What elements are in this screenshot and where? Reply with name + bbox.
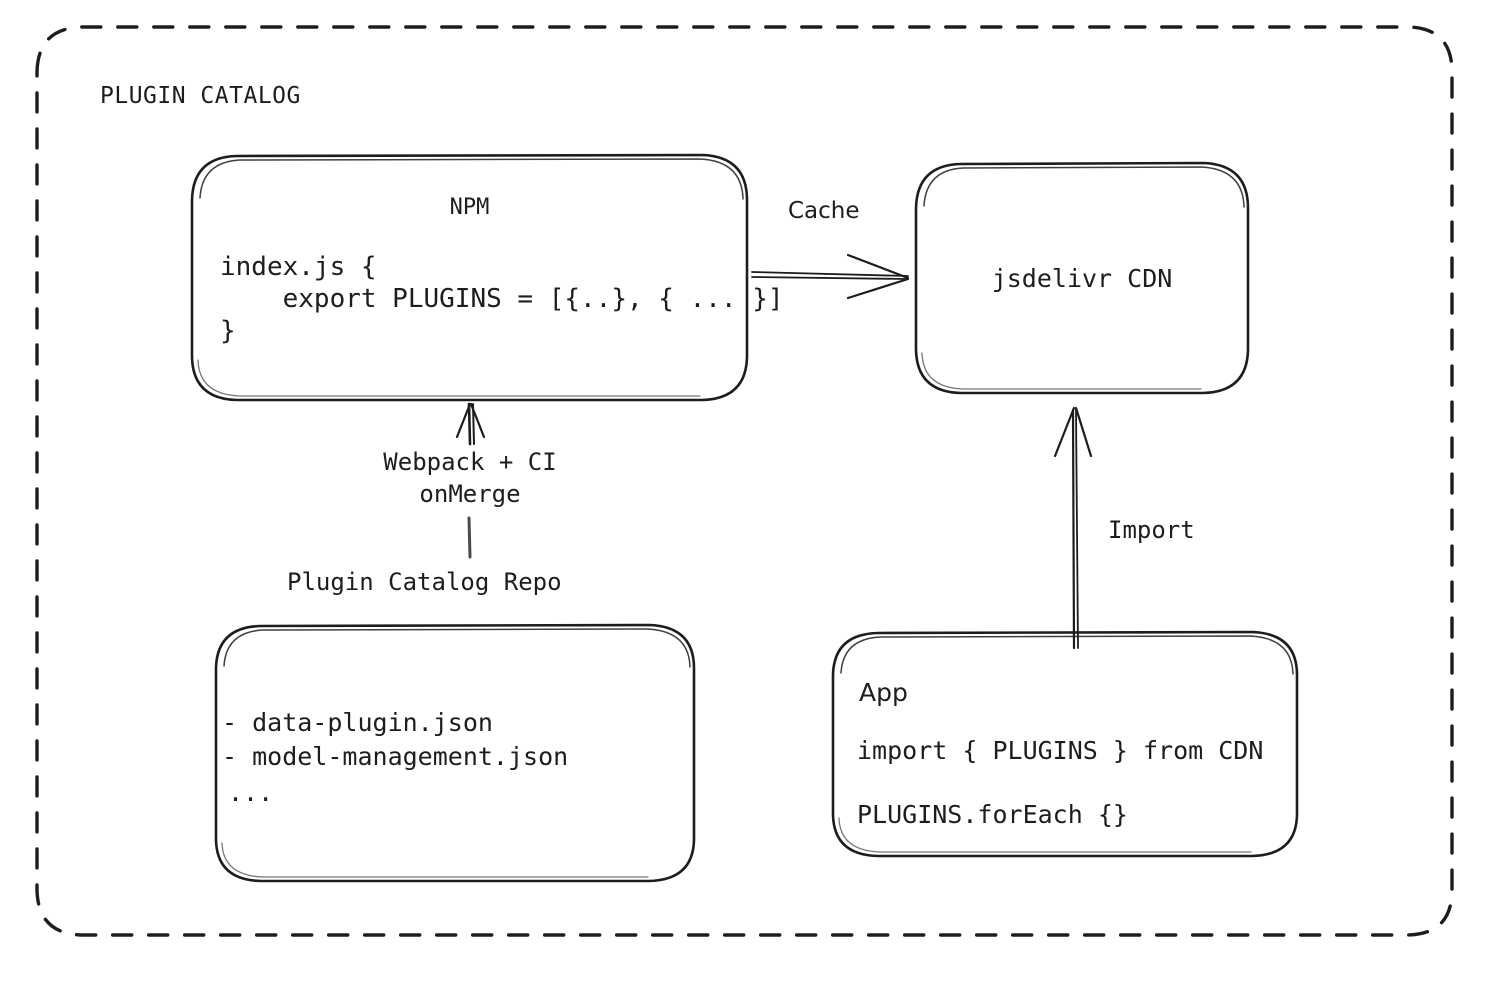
npm-code-line-3: } <box>220 316 236 346</box>
npm-node-shape <box>190 153 749 402</box>
npm-code-line-2: export PLUGINS = [{..}, { ... }] <box>220 284 784 314</box>
edge-repo-to-npm <box>455 402 486 559</box>
repo-node-shape <box>214 623 696 883</box>
edge-label-onmerge: onMerge <box>419 480 521 508</box>
edge-label-import: Import <box>1108 516 1195 544</box>
repo-list-item-1: - data-plugin.json <box>222 708 493 737</box>
repo-node-caption: Plugin Catalog Repo <box>287 568 562 596</box>
app-node-shape <box>831 630 1299 858</box>
edge-label-webpack-ci: Webpack + CI <box>383 448 557 476</box>
npm-node-title: NPM <box>449 195 490 220</box>
app-code-line-1: import { PLUGINS } from CDN <box>857 736 1264 765</box>
edge-npm-to-cdn <box>751 253 910 300</box>
app-code-line-2: PLUGINS.forEach {} <box>857 800 1128 829</box>
plugin-catalog-title: PLUGIN CATALOG <box>100 83 301 109</box>
cdn-node-title: jsdelivr CDN <box>991 264 1173 293</box>
repo-list-item-2: - model-management.json <box>222 742 569 771</box>
app-node-title: App <box>859 678 908 707</box>
edge-label-cache: Cache <box>788 198 860 224</box>
repo-list-ellipsis: ... <box>228 778 274 807</box>
plugin-catalog-container-border <box>35 25 1454 937</box>
npm-code-line-1: index.js { <box>220 252 377 282</box>
edge-app-to-cdn <box>1053 406 1093 650</box>
cdn-node-shape <box>914 161 1250 395</box>
